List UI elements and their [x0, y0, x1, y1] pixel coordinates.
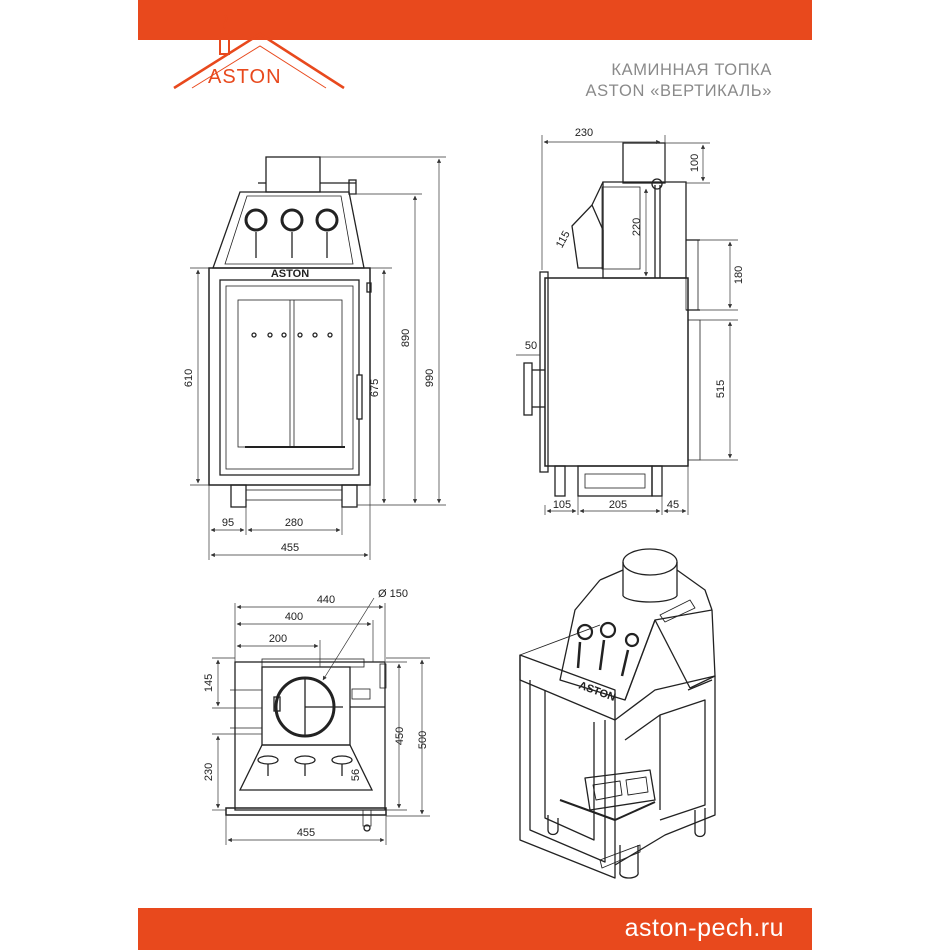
top-view: [225, 658, 387, 832]
dim-610: 610: [183, 369, 195, 387]
dim-890: 890: [400, 329, 412, 347]
dim-flue-diameter: Ø 150: [378, 588, 408, 600]
dim-115: 115: [554, 229, 573, 250]
dim-105: 105: [553, 499, 571, 511]
dim-400: 400: [285, 611, 303, 623]
dim-675: 675: [369, 379, 381, 397]
front-view: [208, 156, 372, 508]
dim-455-top: 455: [297, 827, 315, 839]
dim-100: 100: [689, 154, 701, 172]
dim-990: 990: [424, 369, 436, 387]
dim-230-top: 230: [203, 763, 215, 781]
front-dimensions: [190, 156, 446, 560]
footer-url[interactable]: aston-pech.ru: [624, 914, 784, 942]
dim-230-side: 230: [575, 127, 593, 139]
top-dimensions: [212, 597, 430, 845]
side-dimensions: [516, 135, 738, 515]
dim-220: 220: [631, 218, 643, 236]
dim-200: 200: [269, 633, 287, 645]
dim-145: 145: [203, 674, 215, 692]
title-line-2: ASTON «ВЕРТИКАЛЬ»: [585, 82, 772, 100]
dim-440: 440: [317, 594, 335, 606]
bottom-banner: aston-pech.ru: [138, 908, 812, 950]
dim-280: 280: [285, 517, 303, 529]
dim-515: 515: [715, 380, 727, 398]
title-line-1: КАМИННАЯ ТОПКА: [611, 61, 772, 79]
dim-50: 50: [525, 340, 537, 352]
logo-text: ASTON: [208, 66, 282, 88]
dim-450: 450: [394, 727, 406, 745]
dim-180: 180: [733, 266, 745, 284]
page-title: КАМИННАЯ ТОПКА ASTON «ВЕРТИКАЛЬ»: [585, 60, 772, 102]
top-banner: [138, 0, 812, 40]
dim-56: 56: [350, 769, 362, 781]
door-logo: ASTON: [271, 268, 309, 280]
side-view: [523, 142, 701, 497]
dim-455-front: 455: [281, 542, 299, 554]
dim-205: 205: [609, 499, 627, 511]
dim-500: 500: [417, 731, 429, 749]
aston-logo: [173, 14, 345, 90]
dim-45: 45: [667, 499, 679, 511]
isometric-view: [519, 548, 716, 879]
dim-95: 95: [222, 517, 234, 529]
